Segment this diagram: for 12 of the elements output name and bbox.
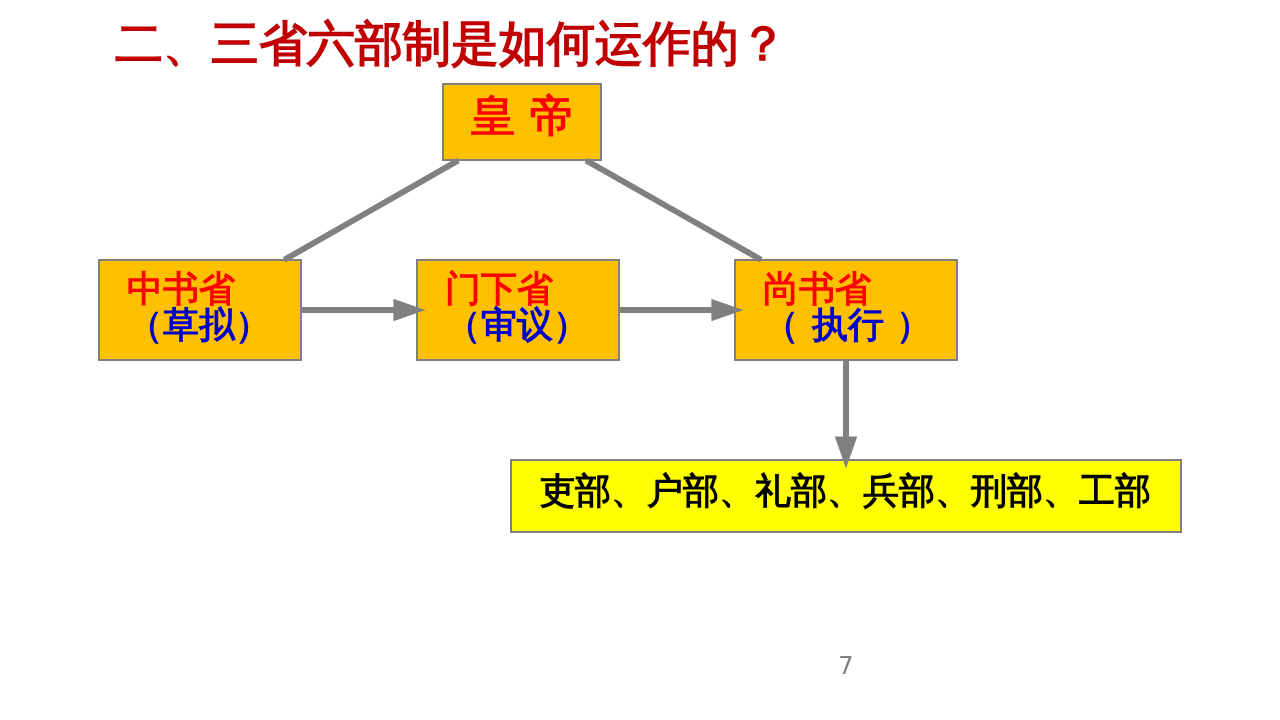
connector (584, 157, 763, 263)
arrow (301, 298, 426, 322)
connector (282, 157, 460, 263)
node-box: 门下省 （审议） (416, 259, 620, 361)
node-box: 尚书省 （ 执行 ） (734, 259, 958, 361)
label: 7 (838, 652, 854, 681)
arrow (619, 298, 744, 322)
node-box: 中书省 （草拟） (98, 259, 302, 361)
node-box: 吏部、户部、礼部、兵部、刑部、工部 (510, 459, 1182, 533)
node-box: 皇 帝 (442, 83, 602, 161)
arrow (834, 360, 858, 469)
diagram-title: 二、三省六部制是如何运作的？ (115, 15, 787, 72)
